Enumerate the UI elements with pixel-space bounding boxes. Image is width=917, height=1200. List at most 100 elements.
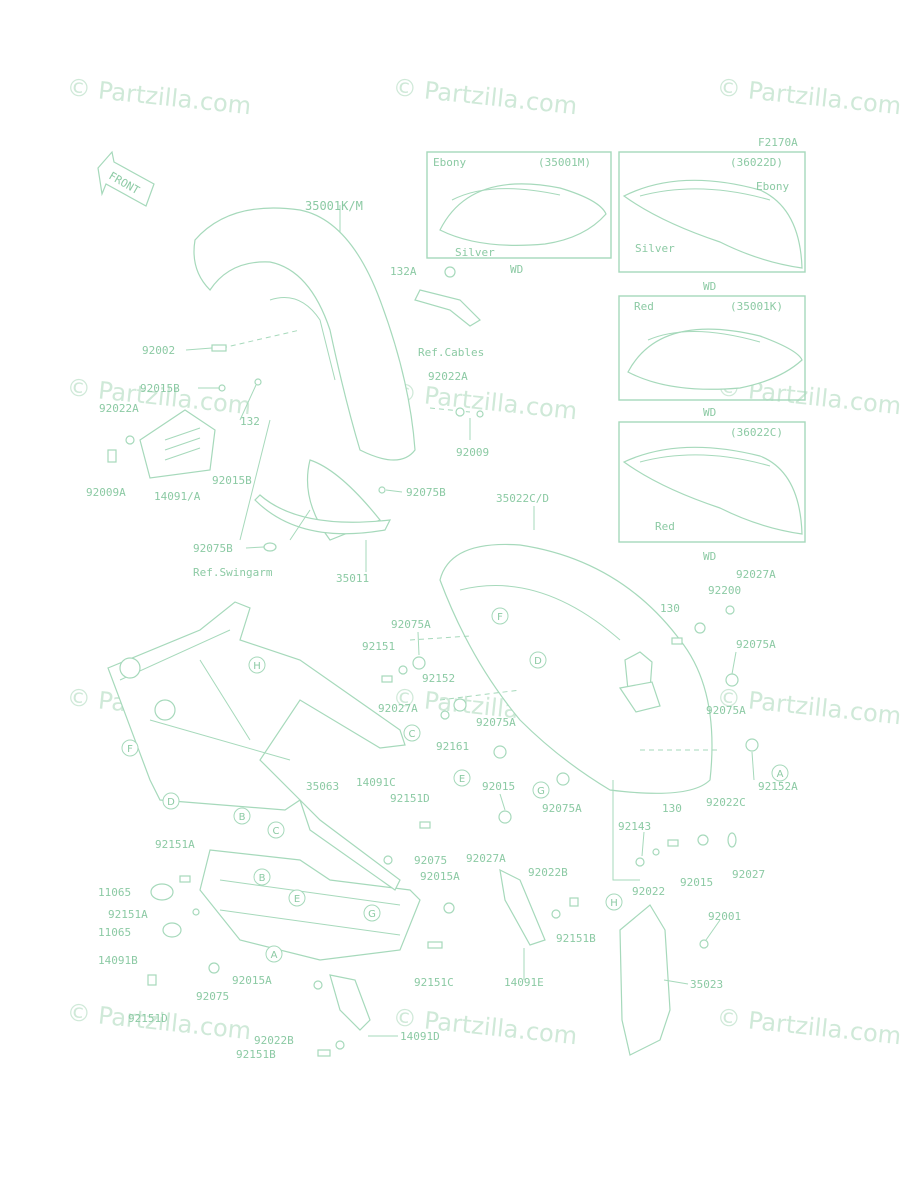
part-label: 92022A — [428, 370, 468, 383]
part-label: 92075A — [736, 638, 776, 651]
callout-letter: H — [610, 898, 618, 909]
bracket-14091e-part — [499, 868, 546, 946]
part-label: 92151A — [155, 838, 195, 851]
part-label: 92151A — [108, 908, 148, 921]
part-label: 92075A — [391, 618, 431, 631]
part-label: 14091B — [98, 954, 138, 967]
callout-letter: A — [777, 769, 784, 780]
callout-letter: A — [271, 950, 278, 961]
inset-color-label: Ebony — [756, 180, 789, 193]
part-label: 92075A — [542, 802, 582, 815]
part-label: 35063 — [306, 780, 339, 793]
guard-35023-part — [619, 904, 671, 1056]
part-label: 92075A — [476, 716, 516, 729]
watermark: © Partzilla.com — [391, 1003, 578, 1050]
watermark: © Partzilla.com — [65, 373, 252, 420]
inset-color-label: Red — [634, 300, 654, 313]
part-label: 92151B — [556, 932, 596, 945]
part-label: 92152 — [422, 672, 455, 685]
leader-lines — [185, 214, 755, 1037]
reference-lines — [221, 329, 720, 881]
part-label: 130 — [662, 802, 682, 815]
part-label: 92152A — [758, 780, 798, 793]
callout-letter: C — [273, 826, 280, 837]
watermark: © Partzilla.com — [391, 378, 578, 425]
part-label: 92075 — [414, 854, 447, 867]
part-label: 92151D — [128, 1012, 168, 1025]
part-label: 92015 — [680, 876, 713, 889]
callout-letter: G — [537, 786, 545, 797]
callout-letter: E — [294, 894, 300, 905]
rear-fender-part — [439, 543, 713, 794]
part-label: 14091/A — [154, 490, 201, 503]
inset-color-label: Silver — [635, 242, 675, 255]
swingarm-frame-part — [107, 601, 406, 811]
fasteners — [107, 266, 759, 1057]
lower-frame-part — [199, 799, 421, 961]
wd-label: WD — [703, 280, 716, 293]
callout-letter: C — [409, 729, 416, 740]
figure-code: F2170A — [758, 136, 798, 149]
part-label: 92075B — [193, 542, 233, 555]
part-label: 92151 — [362, 640, 395, 653]
callout-letter: D — [534, 656, 542, 667]
part-label: 92143 — [618, 820, 651, 833]
watermark: © Partzilla.com — [715, 1003, 902, 1050]
wd-label: WD — [703, 550, 716, 563]
part-label: 92151B — [236, 1048, 276, 1061]
callout-letter: E — [459, 774, 465, 785]
part-label: 92001 — [708, 910, 741, 923]
part-label: 35011 — [336, 572, 369, 585]
part-label: 92002 — [142, 344, 175, 357]
part-label: 92015 — [482, 780, 515, 793]
part-label: 92075 — [196, 990, 229, 1003]
callout-letter: F — [497, 612, 503, 623]
callout-letter: G — [368, 909, 376, 920]
cable-guide-part — [414, 289, 481, 327]
part-label: 92161 — [436, 740, 469, 753]
part-label: 92015B — [212, 474, 252, 487]
wd-label: WD — [703, 406, 716, 419]
inset-part-number: (35001K) — [730, 300, 783, 313]
inset-box-35001k: Red (35001K) — [618, 295, 806, 401]
part-labels: 35001K/M 132A 92002 92015B 92022A 132 92… — [86, 199, 798, 1061]
callout-letter: H — [253, 661, 261, 672]
bracket-14091-part — [139, 409, 216, 479]
part-label: 11065 — [98, 926, 131, 939]
reference-label: Ref.Cables — [418, 346, 484, 359]
part-label: 92022C — [706, 796, 746, 809]
part-label: 14091E — [504, 976, 544, 989]
callout-letter: D — [167, 797, 175, 808]
part-label: 92075A — [706, 704, 746, 717]
callout-letter: F — [127, 744, 133, 755]
watermark: © Partzilla.com — [715, 73, 902, 120]
inset-box-36022c: (36022C) Red — [618, 421, 806, 543]
inset-color-label: Silver — [455, 246, 495, 259]
inset-box-36022d: (36022D) Ebony Silver — [618, 151, 806, 273]
part-label: 92151D — [390, 792, 430, 805]
part-label: 92022B — [528, 866, 568, 879]
part-label: 92009 — [456, 446, 489, 459]
part-label: 35001K/M — [305, 199, 363, 213]
bracket-14091d-part — [329, 974, 371, 1031]
inset-box-35001m: Ebony (35001M) Silver — [426, 151, 612, 259]
inset-part-number: (36022D) — [730, 156, 783, 169]
part-label: 92022A — [99, 402, 139, 415]
watermark: © Partzilla.com — [65, 73, 252, 120]
part-label: 92027 — [732, 868, 765, 881]
watermark: © Partzilla.com — [391, 73, 578, 120]
part-label: 92022 — [632, 885, 665, 898]
callout-letter: B — [239, 812, 246, 823]
part-label: 92015A — [420, 870, 460, 883]
part-label: 92027A — [736, 568, 776, 581]
part-label: 92015A — [232, 974, 272, 987]
inset-color-label: Ebony — [433, 156, 466, 169]
part-label: 130 — [660, 602, 680, 615]
part-label: 92200 — [708, 584, 741, 597]
part-label: 92027A — [378, 702, 418, 715]
part-label: 132 — [240, 415, 260, 428]
front-arrow-icon: FRONT — [97, 150, 155, 207]
part-label: 92151C — [414, 976, 454, 989]
part-label: 92015B — [140, 382, 180, 395]
